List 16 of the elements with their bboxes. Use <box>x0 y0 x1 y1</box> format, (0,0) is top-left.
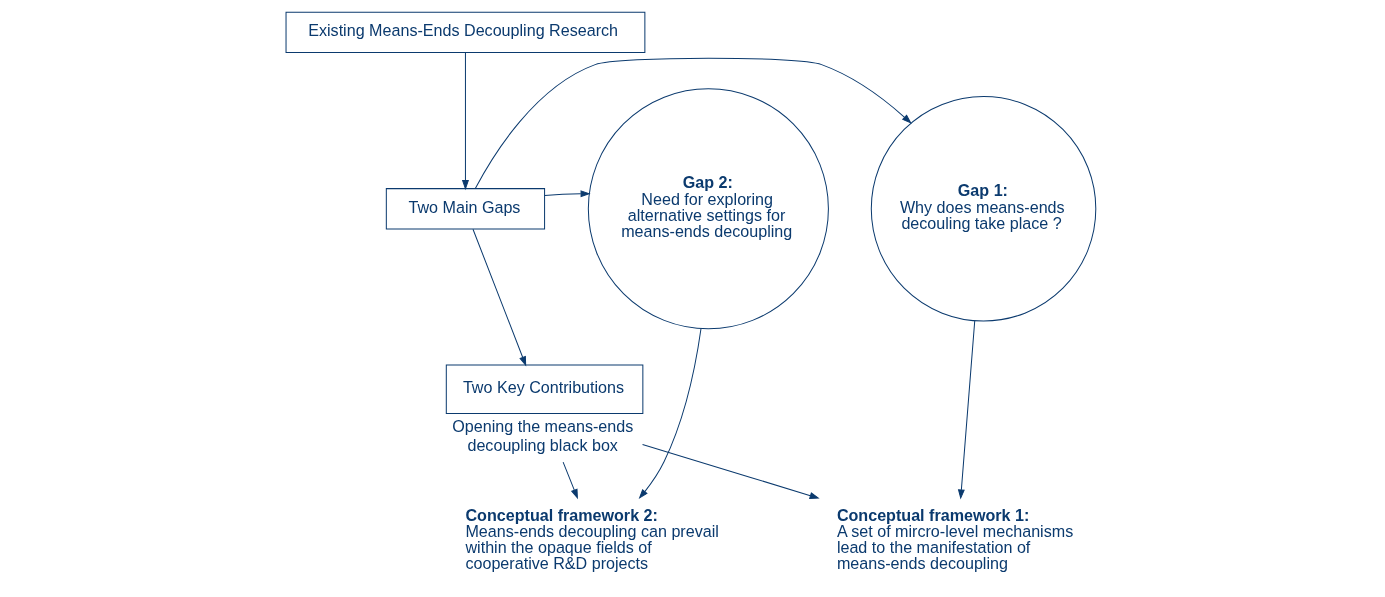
node-circle: Gap 2: Need for exploring alternative settings for means-ends decoupling <box>587 88 829 330</box>
node-box: Two Main Gaps <box>385 188 545 230</box>
arrow <box>543 190 591 198</box>
node-circle: Gap 1: Why does means-ends decouling take place ? <box>870 96 1096 322</box>
arrow <box>638 328 701 500</box>
node-text: Conceptual framework 2: Means-ends decoupling can prevail within the opaque fields of cooperative R&D projects <box>464 506 719 573</box>
node-box: Two Key Contributions <box>445 364 643 414</box>
node-box: Existing Means-Ends Decoupling Research <box>285 11 645 53</box>
arrow <box>641 443 820 499</box>
arrow <box>562 461 578 500</box>
arrow <box>472 228 526 367</box>
arrow <box>957 320 975 500</box>
node-text: Conceptual framework 1: A set of mircro-level mechanisms lead to the manifestation of means-ends decoupling <box>836 506 1073 573</box>
node-label: Opening the means-ends decoupling black box <box>451 417 633 454</box>
arrow <box>461 52 469 191</box>
arrow <box>474 57 912 190</box>
